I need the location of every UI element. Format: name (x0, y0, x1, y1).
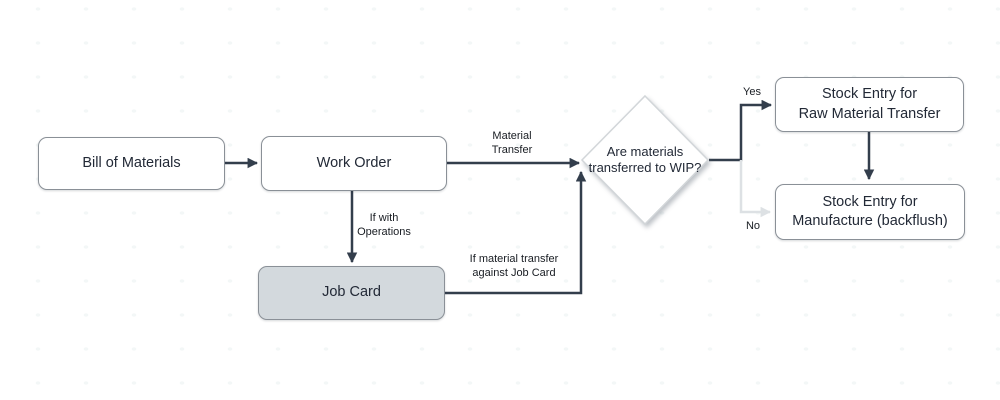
node-stock-entry-raw-material-line1: Stock Entry for (821, 86, 918, 103)
node-stock-entry-manufacture-line1: Stock Entry for (822, 193, 918, 210)
node-work-order: Work Order (261, 136, 447, 191)
node-stock-entry-raw-material: Stock Entry for Raw Material Transfer (775, 77, 964, 132)
edge-label-if-with-operations: If with Operations (357, 211, 411, 240)
edge-label-if-with-operations-line2: Operations (357, 226, 411, 239)
node-bill-of-materials: Bill of Materials (38, 137, 225, 190)
node-work-order-label: Work Order (316, 154, 392, 171)
decision-label-line2: transferred to WIP? (588, 160, 702, 175)
edge-label-no: No (745, 220, 761, 232)
decision-diamond-shape (580, 94, 710, 226)
node-job-card-label: Job Card (322, 284, 381, 301)
edge-label-if-material-transfer-line1: If material transfer (469, 253, 559, 265)
decision-label-line1: Are materials (606, 143, 684, 159)
edge-label-material-transfer-line1: Material (492, 130, 532, 142)
edge-decision-no-to-stock-mfg (739, 160, 772, 218)
edge-label-material-transfer: Material Transfer (492, 129, 533, 158)
node-stock-entry-raw-material-line2: Raw Material Transfer (798, 105, 941, 122)
node-stock-entry-manufacture: Stock Entry for Manufacture (backflush) (775, 184, 965, 240)
edge-label-if-material-transfer-line2: against Job Card (472, 267, 556, 280)
edge-decision-yes-to-stock-raw (709, 99, 773, 162)
edge-label-if-material-transfer: If material transfer against Job Card (470, 252, 559, 281)
edge-label-yes: Yes (743, 86, 761, 98)
node-job-card: Job Card (258, 266, 445, 320)
edge-label-if-with-operations-line1: If with (369, 212, 399, 224)
edge-label-material-transfer-line2: Transfer (491, 144, 533, 157)
node-stock-entry-manufacture-line2: Manufacture (backflush) (792, 213, 948, 229)
decision-diamond-label: Are materials transferred to WIP? (575, 144, 715, 177)
node-bill-of-materials-label: Bill of Materials (82, 154, 181, 171)
edge-job-card-to-decision (445, 170, 587, 295)
